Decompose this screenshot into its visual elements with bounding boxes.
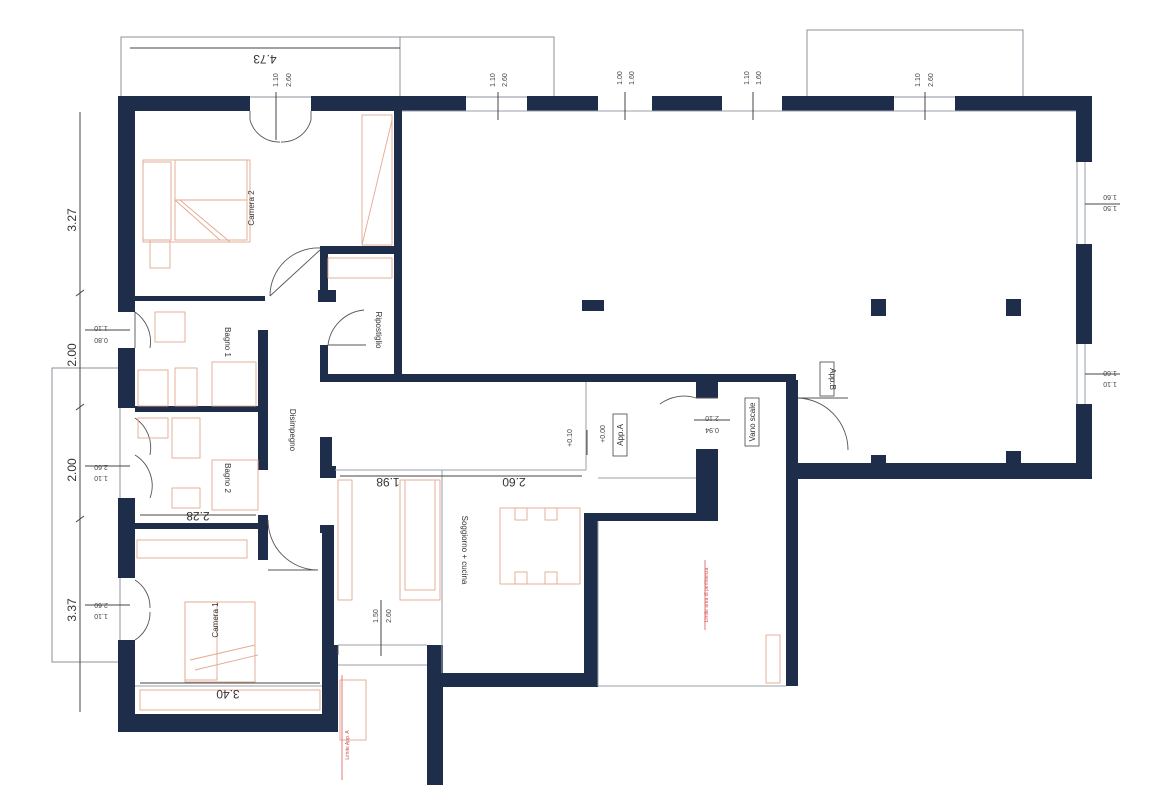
dim-198: 1.98 xyxy=(376,475,400,489)
room-app-a: App.A xyxy=(616,423,625,445)
opening-vano-a: 2.10 xyxy=(705,414,719,421)
vano-scale-box xyxy=(744,397,760,447)
opening-right-1-b: 1.60 xyxy=(1103,193,1117,200)
opening-right-2-b: 1.60 xyxy=(1103,369,1117,376)
opening-top-5-b: 2.60 xyxy=(928,73,935,87)
furniture xyxy=(136,114,781,780)
room-vano-scale: Vano scale xyxy=(748,402,757,442)
opening-vano-b: 0.94 xyxy=(705,426,719,433)
opening-soggiorno-a: 1.50 xyxy=(373,609,380,623)
notes: Limite area di pertinenza Limite App. A xyxy=(345,567,710,759)
opening-right-1-a: 1.50 xyxy=(1103,204,1117,211)
level-plus-000: +0.00 xyxy=(600,425,607,443)
opening-soggiorno-b: 2.60 xyxy=(386,609,393,623)
opening-top-3-b: 1.60 xyxy=(629,71,636,85)
room-ripostiglio: Ripostiglio xyxy=(374,312,383,349)
room-disimpegno: Disimpegno xyxy=(288,409,297,452)
opening-bagno2-b: 2.60 xyxy=(94,463,108,470)
room-labels: Camera 2 Ripostiglio Bagno 1 Bagno 2 Cam… xyxy=(211,190,837,638)
walls xyxy=(118,96,1092,785)
opening-camera1-a: 1.10 xyxy=(94,612,108,619)
balconies xyxy=(51,29,1024,663)
opening-top-4-b: 1.60 xyxy=(756,71,763,85)
opening-top-2-b: 2.60 xyxy=(502,73,509,87)
opening-bagno1-b: 0.80 xyxy=(94,336,108,343)
dim-228: 2.28 xyxy=(186,509,210,523)
app-a-box xyxy=(612,413,628,457)
room-app-b: App.B xyxy=(828,368,837,390)
dim-left-337: 3.37 xyxy=(65,598,79,622)
dim-left-327: 3.27 xyxy=(65,208,79,232)
opening-top-3-a: 1.00 xyxy=(617,71,624,85)
level-labels: +0.10 +0.00 xyxy=(567,425,607,447)
opening-bagno2-a: 1.10 xyxy=(94,474,108,481)
opening-top-5-a: 1.10 xyxy=(915,73,922,87)
room-soggiorno-cucina: Soggiorno + cucina xyxy=(460,516,469,585)
level-plus-010: +0.10 xyxy=(567,429,574,447)
note-app-a: Limite App. A xyxy=(345,730,351,760)
dim-top-width: 4.73 xyxy=(253,52,277,66)
dimension-lines xyxy=(75,47,1120,712)
opening-labels: 1.10 2.60 1.10 2.60 1.00 1.60 1.10 1.60 … xyxy=(94,71,1117,623)
opening-top-2-a: 1.10 xyxy=(490,73,497,87)
app-b-box xyxy=(819,361,835,397)
dim-340: 3.40 xyxy=(216,687,240,701)
opening-bagno1-a: 1.10 xyxy=(94,324,108,331)
opening-right-2-a: 1.10 xyxy=(1103,380,1117,387)
dimension-labels: 4.73 3.27 2.00 2.00 3.37 1.98 2.60 2.28 … xyxy=(65,52,526,701)
note-area: Limite area di pertinenza xyxy=(704,567,710,622)
opening-camera1-b: 2.60 xyxy=(94,601,108,608)
dim-260: 2.60 xyxy=(502,475,526,489)
room-bagno-1: Bagno 1 xyxy=(223,327,232,357)
room-bagno-2: Bagno 2 xyxy=(223,463,232,493)
doors xyxy=(134,111,849,655)
opening-top-1-a: 1.10 xyxy=(273,73,280,87)
dim-left-200-b: 2.00 xyxy=(65,458,79,482)
dim-left-200-a: 2.00 xyxy=(65,343,79,367)
opening-top-4-a: 1.10 xyxy=(744,71,751,85)
room-camera-2: Camera 2 xyxy=(247,190,256,226)
opening-top-1-b: 2.60 xyxy=(286,73,293,87)
thin-lines xyxy=(135,110,1086,687)
room-camera-1: Camera 1 xyxy=(211,602,220,638)
